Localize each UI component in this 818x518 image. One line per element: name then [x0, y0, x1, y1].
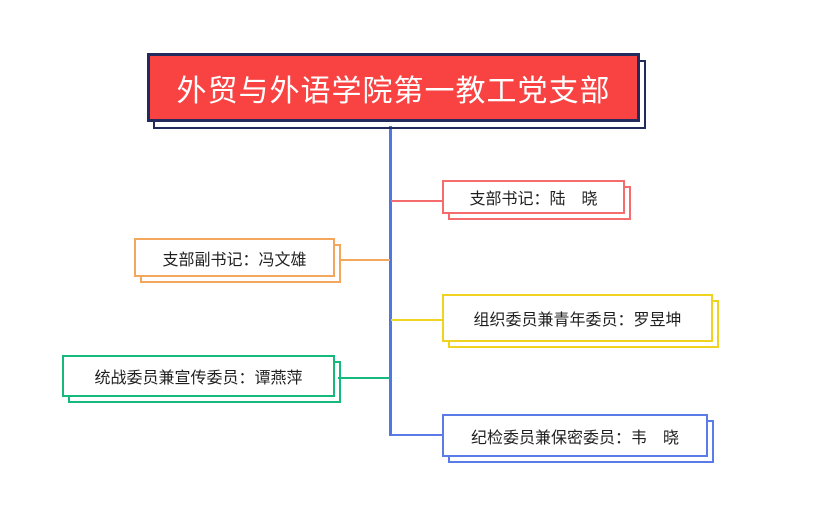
- node-united-front-label: 统战委员兼宣传委员：谭燕萍: [94, 370, 303, 387]
- node-united-front[interactable]: 统战委员兼宣传委员：谭燕萍: [62, 355, 335, 397]
- node-discipline[interactable]: 纪检委员兼保密委员：韦 晓: [442, 414, 708, 457]
- connector-deputy-secretary: [340, 259, 390, 261]
- node-organization-label: 组织委员兼青年委员：罗昱坤: [473, 312, 682, 329]
- trunk-connector: [389, 126, 392, 436]
- connector-united-front: [338, 377, 390, 379]
- node-deputy-secretary-label: 支部副书记：冯文雄: [162, 251, 307, 269]
- connector-organization: [391, 319, 443, 321]
- root-node-label: 外贸与外语学院第一教工党支部: [176, 74, 611, 108]
- connector-discipline: [391, 434, 443, 436]
- node-secretary-label: 支部书记：陆 晓: [469, 191, 598, 208]
- node-organization[interactable]: 组织委员兼青年委员：罗昱坤: [442, 294, 713, 342]
- root-node[interactable]: 外贸与外语学院第一教工党支部: [147, 53, 640, 122]
- connector-secretary: [391, 200, 443, 202]
- node-deputy-secretary[interactable]: 支部副书记：冯文雄: [134, 238, 335, 277]
- node-discipline-label: 纪检委员兼保密委员：韦 晓: [470, 429, 679, 447]
- node-secretary[interactable]: 支部书记：陆 晓: [442, 180, 625, 214]
